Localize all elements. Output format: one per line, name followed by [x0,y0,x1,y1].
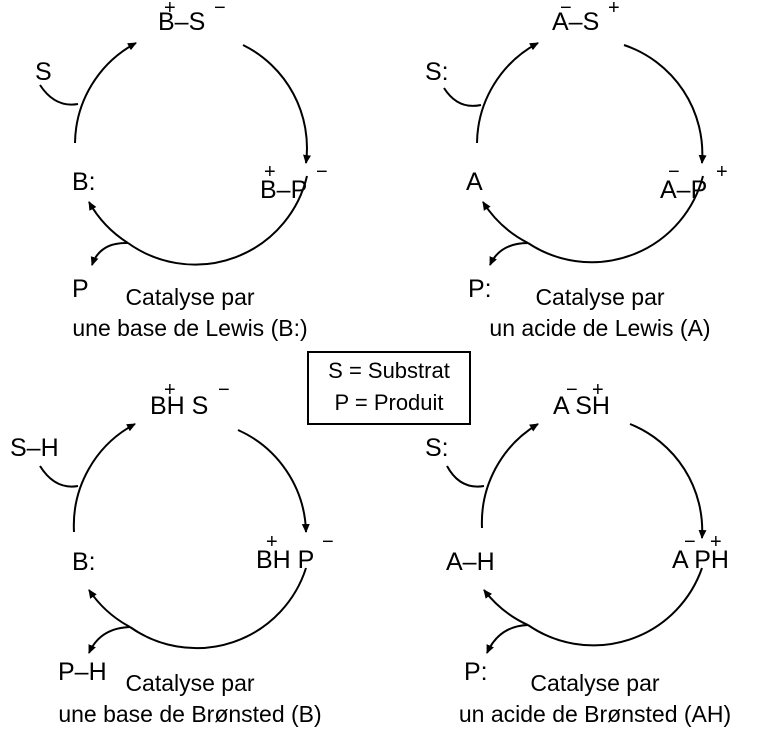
charge-plus: + [264,161,276,183]
entering-species: S–H [10,434,59,462]
cycle-arc-upper-left [480,423,539,529]
cycle-bronsted-base [39,423,310,654]
intermediate-2: A–P [660,176,708,204]
charge-plus: + [710,531,722,553]
caption-line-1: Catalyse par [535,284,665,310]
cycle-arc-lower-right [527,175,704,264]
cycle-lewis-acid [443,42,707,266]
substrate-entry-arrow [443,87,482,107]
leaving-species: P–H [58,658,107,686]
cycle-arc-lower-left [482,201,529,244]
charge-plus: + [716,161,728,183]
intermediate-1: A–S [552,8,600,36]
cycle-arc-upper-right [242,44,312,164]
charge-minus: − [322,531,334,553]
entering-species: S [35,58,52,86]
cycle-bronsted-acid [446,423,707,654]
intermediate-1: A SH [553,392,610,420]
entering-species: S: [425,434,449,462]
cycle-arc-upper-left [476,42,539,144]
cycle-arc-lower-left [88,201,129,244]
cycle-arc-upper-right [623,44,707,164]
substrate-entry-arrow [39,465,79,488]
caption-line-2: une base de Brønsted (B) [58,701,322,727]
legend-substrate: S = Substrat [328,358,450,383]
entering-species: S: [425,58,449,86]
charge-plus: + [592,379,604,401]
caption-line-1: Catalyse par [125,670,255,696]
cycle-lewis-base [39,42,312,266]
intermediate-2: A PH [672,546,729,574]
charge-minus: − [566,379,578,401]
caption-line-2: un acide de Brønsted (AH) [458,701,732,727]
cycle-arc-lower-right [129,567,307,650]
leaving-species: P [72,275,89,303]
cycle-arc-lower-left [483,589,529,626]
charge-plus: + [608,0,620,19]
cycle-arc-upper-right [237,429,310,533]
product-exit-arrow [489,242,529,266]
charge-minus: − [218,379,230,401]
catalyst-label: A [466,168,483,196]
product-exit-arrow [90,241,129,266]
cycle-arc-lower-left [88,589,131,628]
charge-minus: − [214,0,226,19]
cycle-arc-lower-right [127,175,308,266]
leaving-species: P: [464,658,488,686]
charge-plus: + [266,531,278,553]
legend-box: S = Substrat P = Produit [307,351,471,425]
product-exit-arrow [486,624,529,654]
charge-minus: − [668,161,680,183]
cycle-arc-upper-left [74,42,137,144]
caption-lewis-base: Catalyse par une base de Lewis (B:) [72,282,307,344]
product-exit-arrow [88,626,131,654]
cycle-arc-upper-left [72,423,136,533]
caption-line-2: un acide de Lewis (A) [489,315,711,341]
substrate-entry-arrow [39,84,79,106]
catalyst-label: B: [72,548,96,576]
charge-minus: − [684,531,696,553]
cycle-arc-lower-right [527,567,703,647]
charge-plus: + [164,0,176,19]
cycle-arc-upper-right [629,423,707,539]
legend-product: P = Produit [334,390,444,415]
caption-line-1: Catalyse par [125,284,255,310]
charge-minus: − [560,0,572,19]
caption-line-2: une base de Lewis (B:) [72,315,308,341]
caption-lewis-acid: Catalyse par un acide de Lewis (A) [489,282,710,344]
charge-plus: + [164,379,176,401]
intermediate-1: B–S [158,8,206,36]
catalyst-label: B: [72,168,96,196]
intermediate-2: BH P [256,546,315,574]
caption-bronsted-base: Catalyse par une base de Brønsted (B) [58,668,321,730]
charge-minus: − [316,161,328,183]
catalyst-label: A–H [446,548,495,576]
caption-bronsted-acid: Catalyse par un acide de Brønsted (AH) [459,668,731,730]
intermediate-1: BH S [150,392,209,420]
intermediate-2: B–P [260,176,308,204]
leaving-species: P: [468,275,492,303]
substrate-entry-arrow [446,465,485,488]
caption-line-1: Catalyse par [530,670,660,696]
